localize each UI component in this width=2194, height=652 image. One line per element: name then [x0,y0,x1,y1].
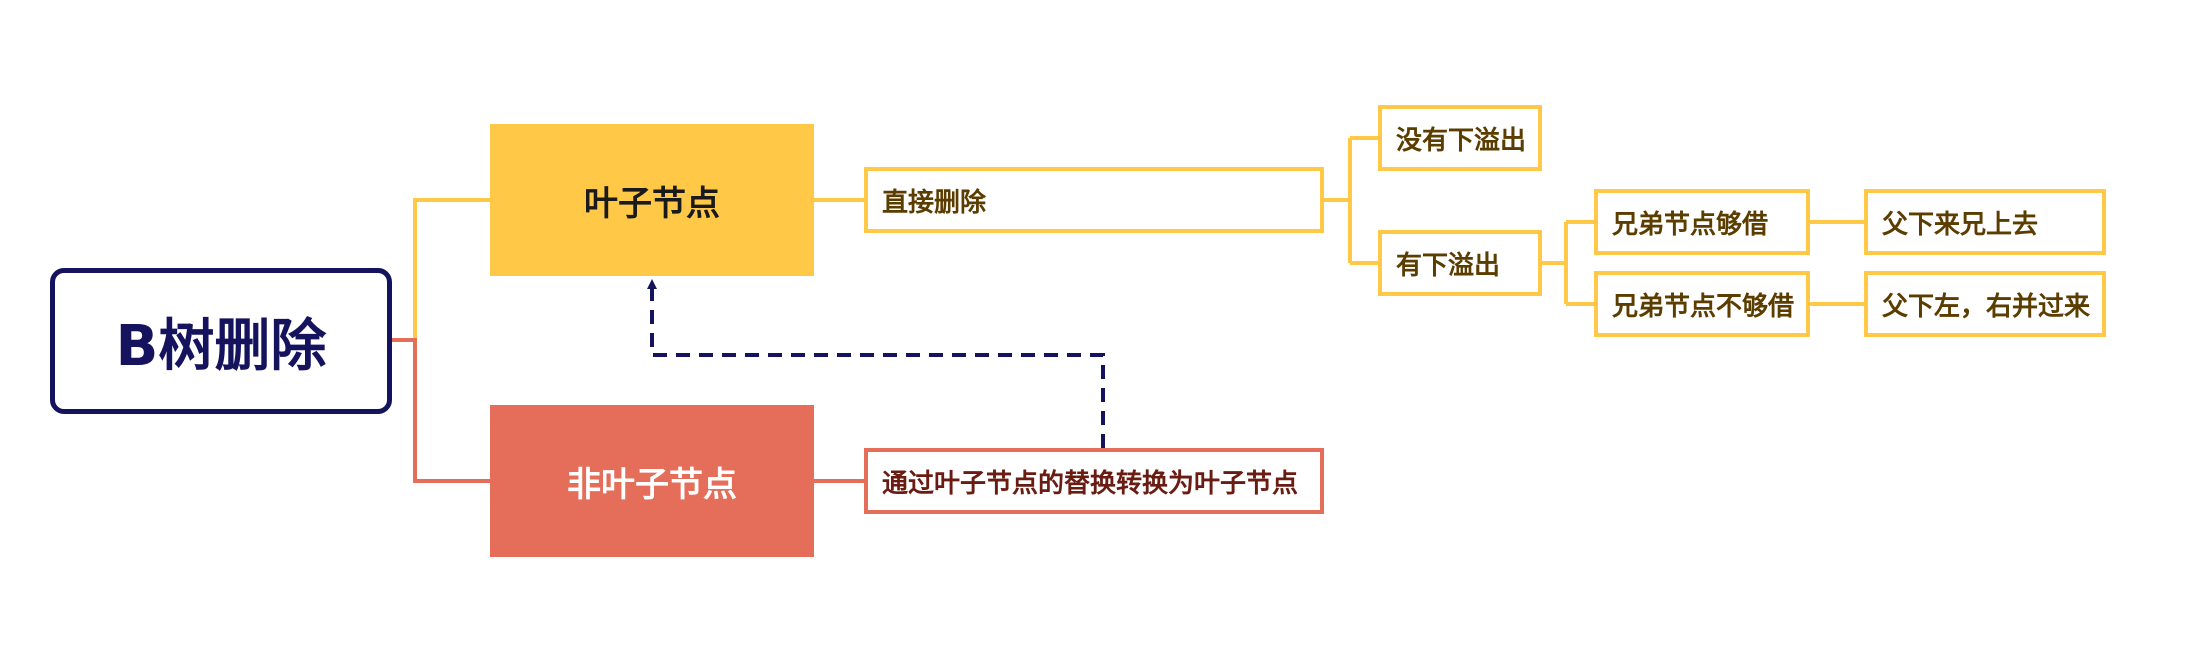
connector-direct-delete-to-underflow [1324,136,1378,265]
father-down-merge-label: 父下左，右并过来 [1882,291,2091,322]
non-leaf-node-label: 非叶子节点 [567,464,737,505]
connector-root-to-leaf [392,198,490,342]
father-down-brother-up-node: 父下来兄上去 [1864,189,2106,255]
connector-underflow-to-sibling [1542,220,1594,306]
father-down-merge-node: 父下左，右并过来 [1864,271,2106,337]
root-label: B树删除 [115,313,327,379]
direct-delete-node: 直接删除 [864,167,1324,233]
no-underflow-label: 没有下溢出 [1396,125,1527,156]
non-leaf-node: 非叶子节点 [490,405,814,557]
has-underflow-node: 有下溢出 [1378,230,1542,296]
dashed-arrow-replace-to-leaf [647,279,1105,448]
leaf-node: 叶子节点 [490,124,814,276]
no-underflow-node: 没有下溢出 [1378,105,1542,171]
root-node: B树删除 [50,268,392,414]
direct-delete-label: 直接删除 [882,187,987,218]
has-underflow-label: 有下溢出 [1396,250,1501,281]
father-down-brother-up-label: 父下来兄上去 [1882,209,2039,240]
sibling-enough-label: 兄弟节点够借 [1612,209,1769,240]
replace-to-leaf-node: 通过叶子节点的替换转换为叶子节点 [864,448,1324,514]
leaf-node-label: 叶子节点 [584,183,720,224]
replace-to-leaf-label: 通过叶子节点的替换转换为叶子节点 [882,468,1299,499]
sibling-not-enough-node: 兄弟节点不够借 [1594,271,1810,337]
connector-root-to-nonleaf [392,338,490,483]
sibling-not-enough-label: 兄弟节点不够借 [1612,291,1795,322]
sibling-enough-node: 兄弟节点够借 [1594,189,1810,255]
